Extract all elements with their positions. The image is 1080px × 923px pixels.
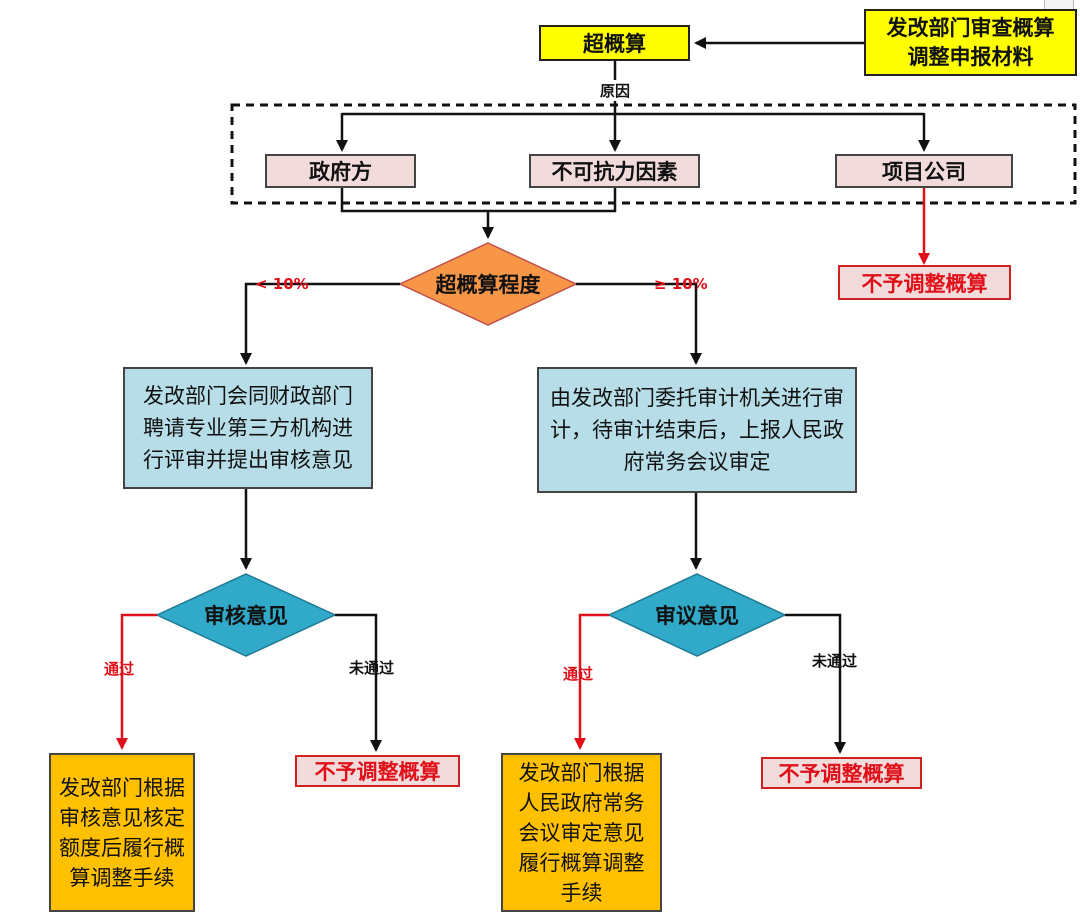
right-fail-label: 未通过 <box>812 652 858 670</box>
deliberation-diamond <box>607 573 787 657</box>
right-pass-label: 通过 <box>563 665 594 683</box>
cause-group-dashed-box <box>230 103 1077 205</box>
edge-deliberation-pass <box>574 613 609 750</box>
over-budget-node: 超概算 <box>539 25 690 61</box>
left-rejected-node: 不予调整概算 <box>295 755 460 787</box>
review-opinion-label: 审核意见 <box>204 604 288 628</box>
degree-diamond <box>398 242 578 326</box>
deliberation-opinion-label: 审议意见 <box>655 604 739 628</box>
left-approved-action-node: 发改部门根据审核意见核定额度后履行概算调整手续 <box>49 753 195 912</box>
edge-review-fail <box>335 613 382 752</box>
ndrc-materials-node: 发改部门审查概算调整申报材料 <box>864 9 1077 76</box>
government-node: 政府方 <box>265 154 416 188</box>
right-rejected-node: 不予调整概算 <box>761 757 922 789</box>
left-fail-label: 未通过 <box>349 659 395 677</box>
degree-label: 超概算程度 <box>435 273 541 297</box>
project-company-node: 项目公司 <box>835 154 1013 188</box>
edge-degree-less-10 <box>240 282 400 365</box>
right-approved-action-node: 发改部门根据人民政府常务会议审定意见履行概算调整手续 <box>501 753 662 912</box>
edge-deliberation-fail <box>785 613 846 754</box>
left-pass-label: 通过 <box>104 660 135 678</box>
edge-review-pass <box>116 613 157 750</box>
force-majeure-node: 不可抗力因素 <box>529 154 700 188</box>
less-10-label: < 10% <box>255 275 309 293</box>
no-adjust-top-node: 不予调整概算 <box>838 265 1011 300</box>
reason-label: 原因 <box>598 80 633 101</box>
right-process-node: 由发改部门委托审计机关进行审计，待审计结束后，上报人民政府常务会议审定 <box>537 367 857 493</box>
edge-causes-merge <box>340 188 617 213</box>
edge-degree-ge-10 <box>576 282 702 365</box>
left-process-node: 发改部门会同财政部门聘请专业第三方机构进行评审并提出审核意见 <box>123 367 373 489</box>
ge-10-label: ≥ 10% <box>654 275 708 293</box>
review-diamond <box>155 573 337 657</box>
